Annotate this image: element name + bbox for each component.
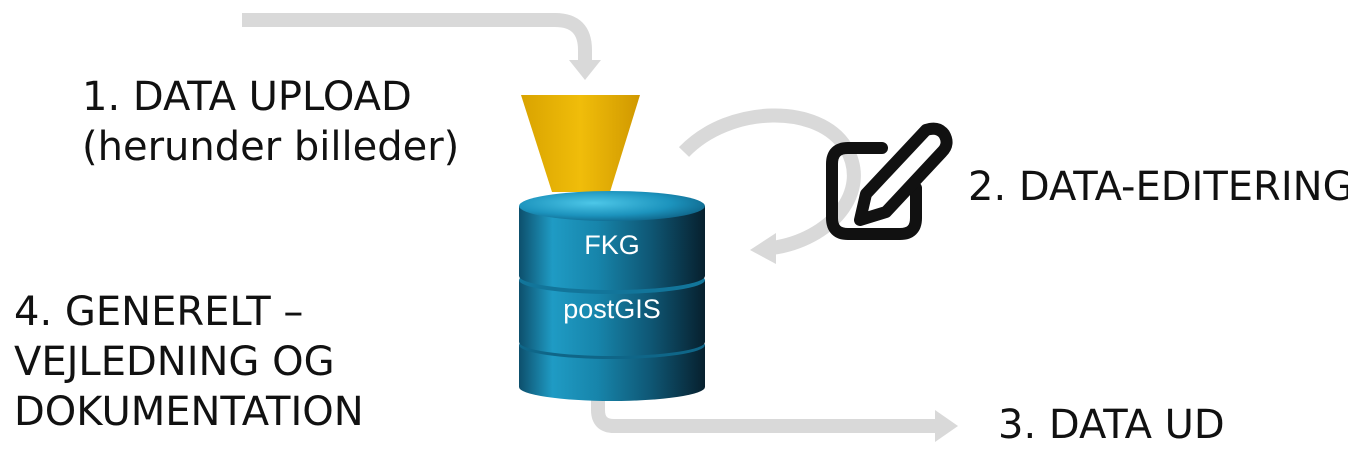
step-upload-title: 1. DATA UPLOAD — [82, 74, 412, 120]
output-arrow — [591, 392, 938, 433]
step-upload-label: 1. DATA UPLOAD (herunder billeder) — [82, 72, 459, 172]
step-general-line1: 4. GENERELT – — [14, 289, 304, 335]
step-general-line2: VEJLEDNING OG — [14, 339, 335, 385]
db-layer-fkg: FKG — [584, 230, 640, 260]
upload-arrow-head — [569, 60, 601, 80]
step-general-line3: DOKUMENTATION — [14, 389, 364, 435]
step-upload-subtitle: (herunder billeder) — [82, 124, 460, 170]
step-out-label: 3. DATA UD — [998, 402, 1225, 448]
step-edit-label: 2. DATA-EDITERING — [968, 164, 1348, 210]
step-general-label: 4. GENERELT – VEJLEDNING OG DOKUMENTATIO… — [14, 287, 364, 437]
upload-arrow — [242, 13, 592, 62]
db-layer-postgis: postGIS — [563, 294, 661, 324]
edit-icon — [826, 122, 953, 240]
output-arrow-head — [935, 410, 958, 442]
edit-loop-arrow-head — [750, 233, 776, 264]
funnel — [521, 95, 640, 192]
database-cylinder — [519, 191, 705, 401]
